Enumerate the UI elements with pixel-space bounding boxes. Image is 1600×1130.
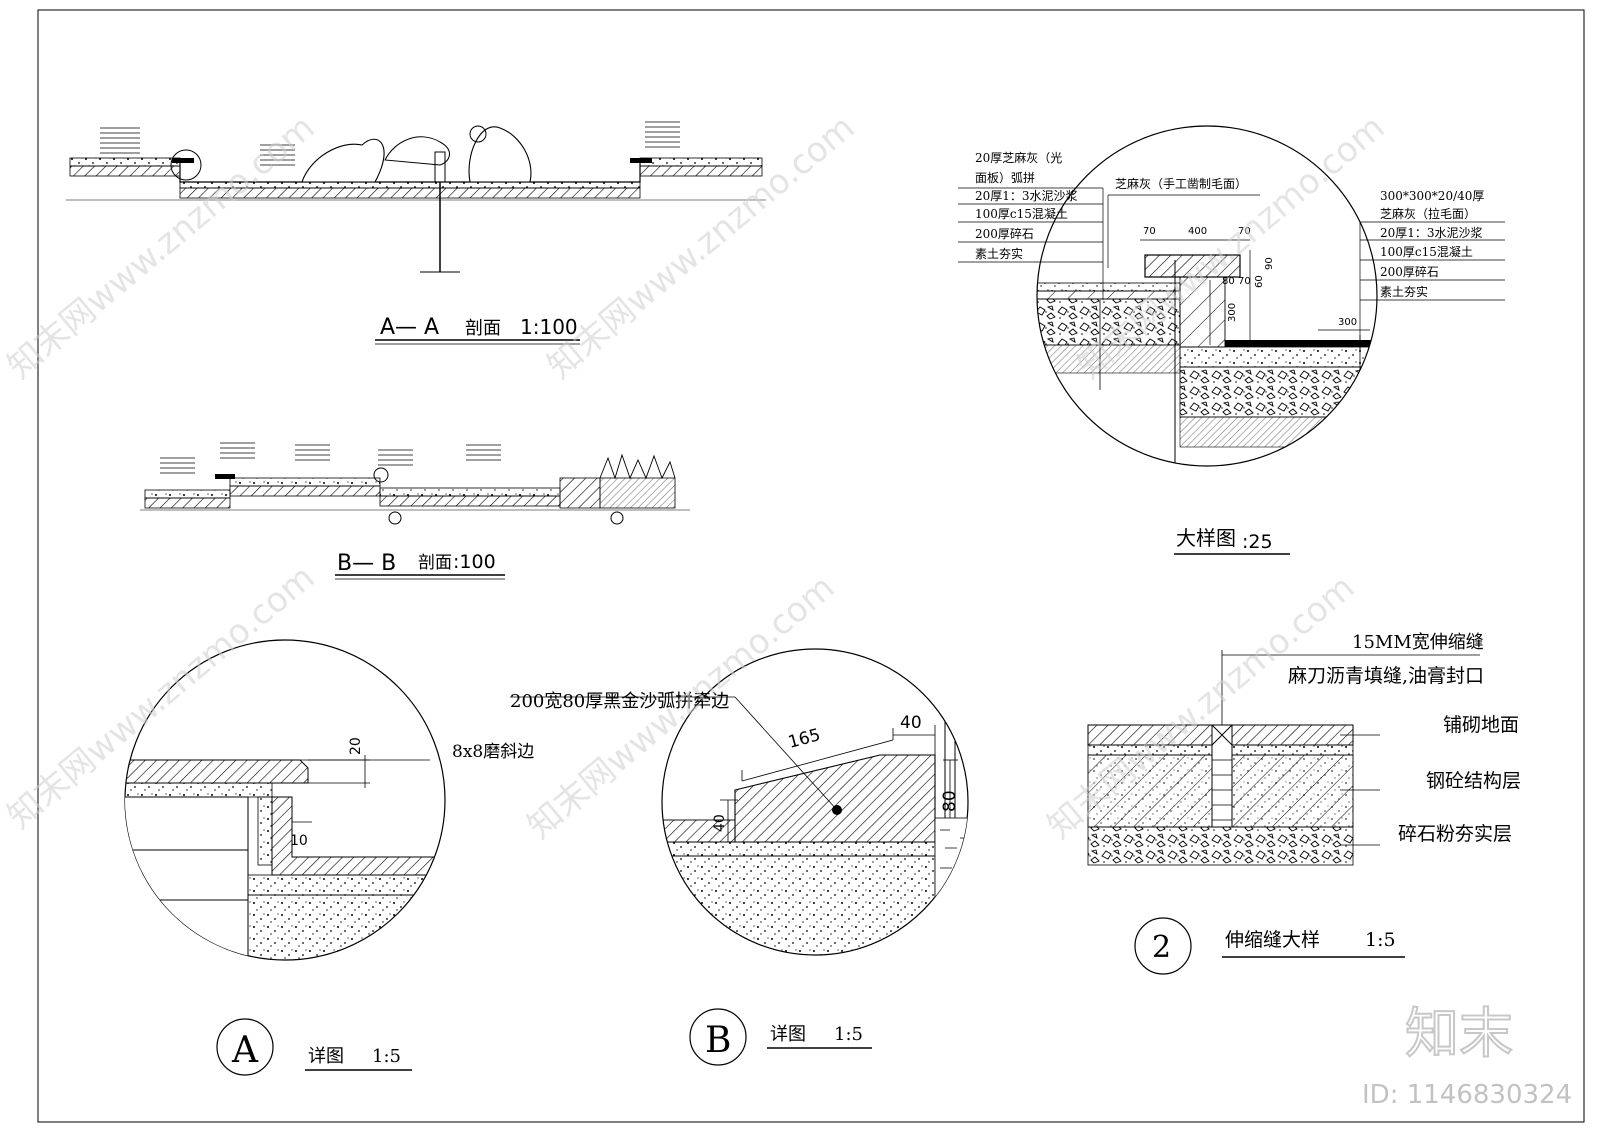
big-detail-scale: :25 [1242,531,1273,553]
big-dim-70a: 70 [1143,226,1156,237]
big-note-left-4: 100厚c15混凝土 [975,206,1068,221]
section-aa-scale: 1:100 [520,315,578,339]
joint-scale: 1:5 [1365,929,1396,951]
big-note-left-5: 200厚碎石 [975,226,1034,241]
big-note-top: 芝麻灰（手工凿制毛面） [1115,176,1247,191]
section-bb-scale: :100 [453,551,496,573]
big-note-left-1: 20厚芝麻灰（光 [975,150,1062,165]
detail-b-marker: B [705,1020,731,1061]
detail-a-dim-20: 20 [348,737,364,755]
big-detail-drawing [1037,254,1377,466]
section-bb-label: 剖面 [418,553,452,573]
big-dim-90: 90 [1264,257,1275,270]
section-aa-drawing [66,121,766,273]
section-bb-drawing [140,442,690,525]
joint-note-1: 15MM宽伸缩缝 [1352,632,1484,653]
watermark-site-1: 知末网www.znzmo.com [0,107,322,386]
detail-b-title: 详图 [770,1024,806,1045]
big-dim-300h: 300 [1338,317,1357,328]
big-dim-70b: 70 [1238,226,1251,237]
detail-a-marker: A [231,1030,259,1071]
detail-a-marker-circle [216,1018,274,1076]
detail-a-title: 详图 [308,1046,344,1067]
big-note-right-5: 200厚碎石 [1380,264,1439,279]
detail-b-dim-40b: 40 [712,814,728,832]
big-dim-70c: 70 [1238,276,1251,287]
detail-b-marker-circle [689,1008,747,1066]
watermark-brand: 知末 [1405,1002,1513,1065]
big-note-right-6: 素土夯实 [1380,284,1428,299]
big-note-right-1: 300*300*20/40厚 [1380,189,1484,203]
big-note-right-3: 20厚1：3水泥沙浆 [1380,225,1483,240]
detail-b-note: 200宽80厚黑金沙弧拼牵边 [510,691,729,712]
big-note-left-6: 素土夯实 [975,246,1023,261]
section-aa-label: 剖面 [465,318,501,339]
section-bb-letters: B— B [337,551,396,576]
watermark-id: ID: 1146830324 [1362,1080,1572,1110]
joint-note-2: 麻刀沥青填缝,油膏封口 [1288,664,1484,687]
detail-b-scale: 1:5 [834,1024,863,1045]
big-dim-300v: 300 [1227,303,1238,322]
joint-title: 伸缩缝大样 [1225,929,1320,951]
joint-drawing [1087,650,1480,866]
big-note-right-4: 100厚c15混凝土 [1380,244,1473,259]
big-note-right-2: 芝麻灰（拉毛面） [1380,206,1476,221]
big-detail-title: 大样图 [1176,526,1236,550]
detail-b-leaders [510,696,958,842]
detail-a-note: 8x8磨斜边 [452,742,534,762]
detail-b-dim-165: 165 [786,725,823,753]
detail-a-dim-10: 10 [290,833,308,849]
joint-note-3: 铺砌地面 [1443,714,1519,736]
big-dim-400: 400 [1188,226,1207,237]
detail-b-dim-40a: 40 [900,713,922,733]
detail-a-scale: 1:5 [372,1046,401,1067]
big-detail-note-lines [958,187,1505,350]
detail-a-leaders [292,755,430,823]
detail-b-drawing [662,680,968,955]
detail-a-drawing [125,759,445,960]
joint-note-4: 钢砼结构层 [1426,770,1521,792]
big-dim-80: 80 [1222,276,1235,287]
detail-b-leader-dot [832,805,842,815]
big-dim-60: 60 [1254,275,1265,288]
watermark-site-2: 知末网www.znzmo.com [540,107,862,386]
joint-note-5: 碎石粉夯实层 [1398,823,1512,845]
section-aa-letters: A— A [380,315,439,340]
joint-marker: 2 [1152,930,1171,965]
detail-b-dim-80: 80 [940,790,960,812]
joint-marker-circle [1134,917,1192,975]
big-note-left-2: 面板）弧拼 [975,171,1035,185]
big-note-left-3: 20厚1：3水泥沙浆 [975,188,1078,203]
